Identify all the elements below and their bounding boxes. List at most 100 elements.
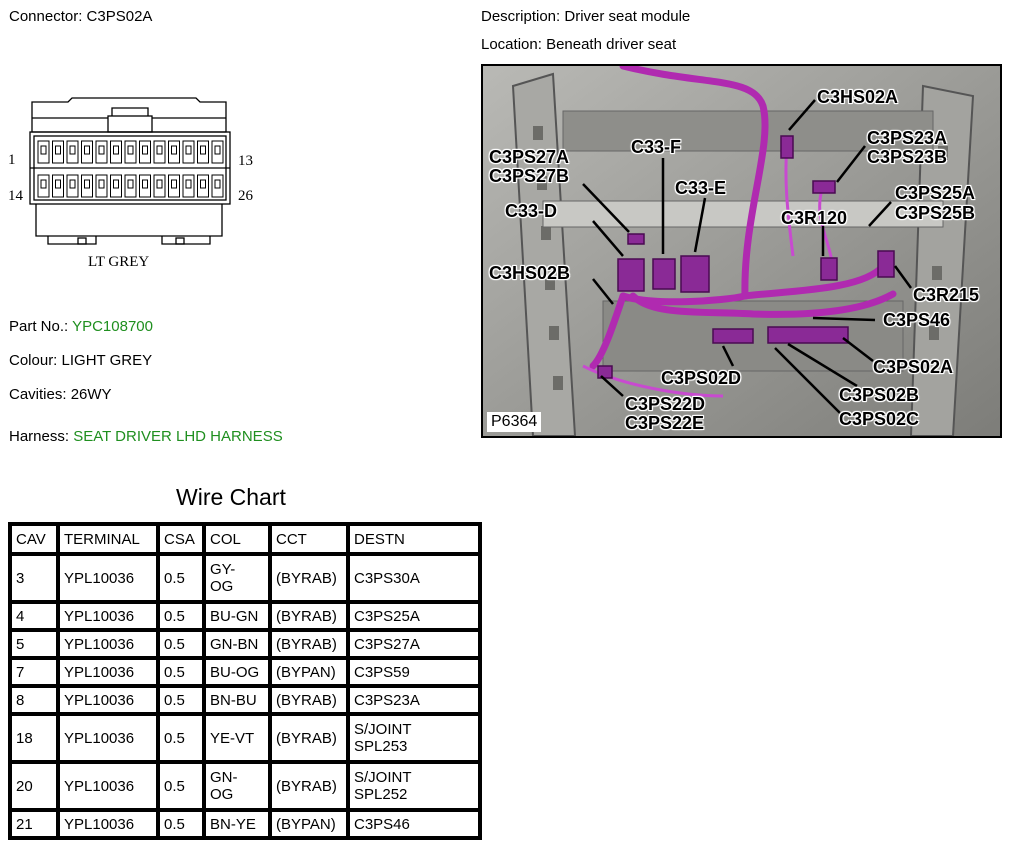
cell-cav: 8 bbox=[10, 686, 58, 714]
callout-c3ps25a: C3PS25A bbox=[895, 183, 976, 203]
connector-cavity-terminal bbox=[200, 145, 206, 155]
callout-c3ps22d: C3PS22D bbox=[625, 394, 706, 414]
connector-cavity-terminal bbox=[185, 145, 192, 155]
harness-line: Harness: SEAT DRIVER LHD HARNESS bbox=[9, 428, 283, 445]
location-photo: C3HS02A C3PS23A C3PS23B C33-F C3PS27A C3… bbox=[481, 64, 1002, 438]
cell-cct: (BYRAB) bbox=[270, 762, 348, 810]
cell-csa: 0.5 bbox=[158, 686, 204, 714]
cell-cav: 20 bbox=[10, 762, 58, 810]
cell-csa: 0.5 bbox=[158, 714, 204, 762]
connector-cavity-terminal bbox=[69, 179, 76, 189]
connector-label: Connector: bbox=[9, 8, 83, 25]
callout-c3hs02b: C3HS02B bbox=[489, 263, 571, 283]
cell-cav: 3 bbox=[10, 554, 58, 602]
connector-cavity-terminal bbox=[127, 145, 134, 155]
cell-destn: C3PS59 bbox=[348, 658, 480, 686]
cell-destn: C3PS25A bbox=[348, 602, 480, 630]
connector-cavity-terminal bbox=[156, 145, 163, 155]
connector-cavity-terminal bbox=[142, 145, 148, 155]
cavities-line: Cavities: 26WY bbox=[9, 386, 112, 403]
cell-cav: 4 bbox=[10, 602, 58, 630]
cell-csa: 0.5 bbox=[158, 554, 204, 602]
cell-csa: 0.5 bbox=[158, 602, 204, 630]
connector-cavity-terminal bbox=[214, 145, 221, 155]
cell-col: GY- OG bbox=[204, 554, 270, 602]
cell-terminal: YPL10036 bbox=[58, 602, 158, 630]
location-photo-illustration bbox=[483, 66, 1000, 436]
harness-value[interactable]: SEAT DRIVER LHD HARNESS bbox=[73, 428, 283, 445]
cell-cct: (BYRAB) bbox=[270, 554, 348, 602]
cavity-grid bbox=[37, 140, 224, 198]
cell-cav: 5 bbox=[10, 630, 58, 658]
cell-terminal: YPL10036 bbox=[58, 686, 158, 714]
cell-col: BN-BU bbox=[204, 686, 270, 714]
connector-cavity-terminal bbox=[113, 179, 119, 189]
cell-destn: C3PS23A bbox=[348, 686, 480, 714]
part-no-value[interactable]: YPC108700 bbox=[72, 318, 153, 335]
cell-terminal: YPL10036 bbox=[58, 714, 158, 762]
colour-value: LIGHT GREY bbox=[61, 352, 153, 369]
connector-cavity-terminal bbox=[40, 179, 47, 189]
cell-terminal: YPL10036 bbox=[58, 554, 158, 602]
connector-face-drawing: 1 13 14 26 LT GREY bbox=[8, 88, 270, 276]
cell-terminal: YPL10036 bbox=[58, 810, 158, 838]
connector-cavity-terminal bbox=[55, 179, 61, 189]
cell-csa: 0.5 bbox=[158, 762, 204, 810]
callout-c3ps25b: C3PS25B bbox=[895, 203, 976, 223]
connector-face-svg: 1 13 14 26 LT GREY bbox=[8, 97, 254, 270]
cell-col: YE-VT bbox=[204, 714, 270, 762]
cavities-label: Cavities: bbox=[9, 386, 67, 403]
col-header-cct: CCT bbox=[270, 524, 348, 554]
connector-cavity-terminal bbox=[69, 145, 76, 155]
pin-14-label: 14 bbox=[8, 188, 24, 204]
connector-colour-text: LT GREY bbox=[88, 254, 149, 270]
cell-cav: 7 bbox=[10, 658, 58, 686]
connector-cavity-terminal bbox=[185, 179, 192, 189]
pin-1-label: 1 bbox=[8, 152, 16, 168]
callout-c3r215: C3R215 bbox=[913, 285, 980, 305]
callout-c3ps02d: C3PS02D bbox=[661, 368, 742, 388]
cell-cav: 21 bbox=[10, 810, 58, 838]
callout-c3ps27a: C3PS27A bbox=[489, 147, 570, 167]
cell-cct: (BYPAN) bbox=[270, 810, 348, 838]
col-header-csa: CSA bbox=[158, 524, 204, 554]
pin-26-label: 26 bbox=[238, 188, 254, 204]
description-line: Description: Driver seat module bbox=[481, 8, 690, 25]
wire-chart-title: Wire Chart bbox=[176, 484, 286, 510]
callout-c3ps23b: C3PS23B bbox=[867, 147, 948, 167]
callout-c3ps02c: C3PS02C bbox=[839, 409, 920, 429]
colour-label: Colour: bbox=[9, 352, 58, 369]
cell-terminal: YPL10036 bbox=[58, 762, 158, 810]
connector-cavity-terminal bbox=[40, 145, 47, 155]
cell-destn: C3PS27A bbox=[348, 630, 480, 658]
connector-cavity-terminal bbox=[84, 179, 90, 189]
wire-chart-header-row: CAV TERMINAL CSA COL CCT DESTN bbox=[10, 524, 480, 554]
connector-cavity-terminal bbox=[171, 145, 177, 155]
connector-cavity-terminal bbox=[214, 179, 221, 189]
callout-c3ps46: C3PS46 bbox=[883, 310, 951, 330]
callout-c3hs02a: C3HS02A bbox=[817, 87, 899, 107]
callout-c3ps22e: C3PS22E bbox=[625, 413, 705, 433]
cell-csa: 0.5 bbox=[158, 810, 204, 838]
colour-line: Colour: LIGHT GREY bbox=[9, 352, 152, 369]
cell-terminal: YPL10036 bbox=[58, 658, 158, 686]
cell-destn: S/JOINT SPL252 bbox=[348, 762, 480, 810]
connector-cavity-terminal bbox=[142, 179, 148, 189]
col-header-destn: DESTN bbox=[348, 524, 480, 554]
cell-col: BU-GN bbox=[204, 602, 270, 630]
cell-cct: (BYRAB) bbox=[270, 714, 348, 762]
cell-terminal: YPL10036 bbox=[58, 630, 158, 658]
connector-cavity-terminal bbox=[84, 145, 90, 155]
location-label: Location: bbox=[481, 36, 542, 53]
callout-c3ps27b: C3PS27B bbox=[489, 166, 570, 186]
cell-cct: (BYRAB) bbox=[270, 630, 348, 658]
part-no-line: Part No.: YPC108700 bbox=[9, 318, 153, 335]
cell-col: BU-OG bbox=[204, 658, 270, 686]
cell-col: GN- OG bbox=[204, 762, 270, 810]
